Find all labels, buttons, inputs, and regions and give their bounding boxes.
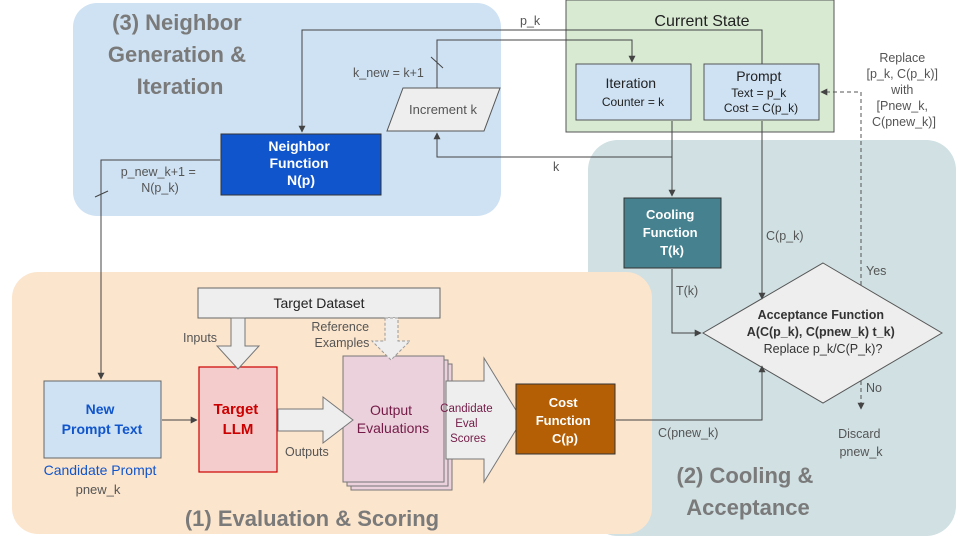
arrow-tk-to-acceptance <box>671 269 702 337</box>
label-c-pnew: C(pnew_k) <box>658 426 718 440</box>
output-evaluations-box <box>342 355 445 483</box>
dashed-connectors <box>820 88 865 410</box>
iteration-counter-box <box>575 63 692 121</box>
arrow-yes-replace <box>820 88 862 285</box>
neighbor-function-box <box>220 133 382 196</box>
target-llm-box <box>198 366 278 473</box>
label-k: k <box>553 160 560 174</box>
candidate-scores-text: Candidate Eval Scores <box>440 403 496 445</box>
prompt-state-text: Prompt Text = p_k Cost = C(p_k) <box>724 68 798 115</box>
label-replace: Replace [p_k, C(p_k)] with [Pnew_k, C(pn… <box>866 51 941 129</box>
target-dataset-box <box>197 287 441 319</box>
label-inputs: Inputs <box>183 331 217 345</box>
connectors <box>94 29 766 424</box>
iteration-counter-text: Iteration Counter = k <box>602 75 665 109</box>
prompt-state-box <box>703 63 820 121</box>
cooling-region-title: (2) Cooling & Acceptance <box>677 463 820 520</box>
label-no: No <box>866 381 882 395</box>
label-c-pk: C(p_k) <box>766 229 804 243</box>
target-llm-text: Target LLM <box>214 401 263 438</box>
increment-k-box <box>386 87 501 132</box>
new-prompt-text: New Prompt Text <box>62 401 143 437</box>
label-discard: Discard pnew_k <box>838 427 884 459</box>
arrow-neighbor-to-newprompt <box>97 159 220 380</box>
arrow-cost-to-acceptance <box>616 365 766 421</box>
cooling-function-text: Cooling Function T(k) <box>643 207 702 258</box>
reference-block-arrow <box>370 317 412 361</box>
label-p-k: p_k <box>520 14 541 28</box>
label-reference-examples: Reference Examples <box>311 320 372 350</box>
cooling-function-box <box>623 197 722 269</box>
label-t-k: T(k) <box>676 284 698 298</box>
acceptance-function-diamond <box>702 262 943 404</box>
candidate-prompt-label: Candidate Prompt <box>44 462 157 478</box>
new-prompt-box <box>43 380 162 459</box>
target-dataset-text: Target Dataset <box>273 295 364 311</box>
candidate-scores-arrow <box>445 356 523 484</box>
evaluation-region-title: (1) Evaluation & Scoring <box>185 506 439 531</box>
label-yes: Yes <box>866 264 886 278</box>
arrow-pk-to-neighbor <box>298 29 763 133</box>
acceptance-function-text: Acceptance Function A(C(p_k), C(pnew_k) … <box>747 306 899 356</box>
outputs-block-arrow <box>277 395 354 445</box>
neighbor-region <box>73 3 501 216</box>
label-k-new: k_new = k+1 <box>353 66 424 80</box>
slash-mark-2 <box>94 190 109 198</box>
cost-function-text: Cost Function C(p) <box>536 395 595 446</box>
slash-mark-1 <box>430 56 444 69</box>
output-evaluations-text: Output Evaluations <box>357 402 429 436</box>
label-outputs: Outputs <box>285 445 329 459</box>
neighbor-region-title: (3) Neighbor Generation & Iteration <box>108 10 252 99</box>
current-state-title: Current State <box>654 13 749 30</box>
neighbor-function-text: Neighbor Function N(p) <box>268 138 333 188</box>
inputs-block-arrow <box>215 317 261 370</box>
arrow-knew-to-iteration <box>436 39 636 88</box>
increment-k-text: Increment k <box>409 102 477 117</box>
cost-function-box <box>515 383 616 455</box>
pnew-k-label: pnew_k <box>76 482 121 497</box>
label-p-new: p_new_k+1 = N(p_k) <box>121 165 200 195</box>
